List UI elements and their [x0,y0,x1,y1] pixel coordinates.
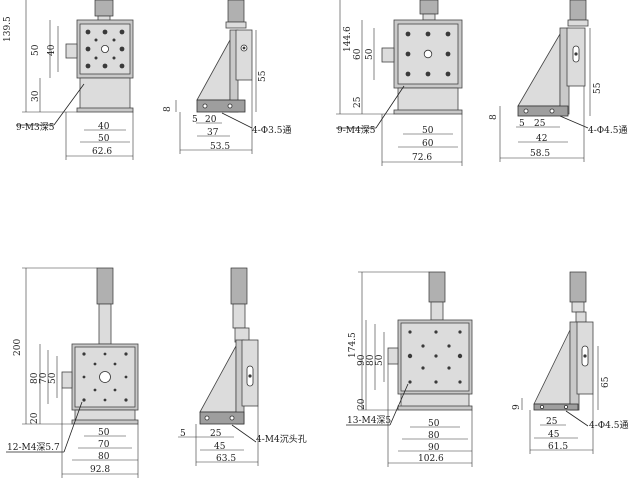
dim-width-25: 25 [546,417,558,427]
dim-width-40: 40 [98,122,110,132]
dim-height-total: 139.5 [3,16,13,42]
dim-width-25: 25 [534,119,546,129]
dim-height-80: 80 [30,372,40,384]
thread-note: 9-M3深5 [16,122,55,133]
dim-width-total: 63.5 [216,454,236,464]
dim-height-70: 70 [39,372,49,384]
dim-width-5: 5 [180,429,186,439]
dim-width-60: 60 [422,139,434,149]
dim-width-50: 50 [98,134,110,144]
dim-width-90: 90 [428,443,440,453]
dim-height-9: 9 [512,404,522,410]
dim-height-60: 60 [353,48,363,60]
dim-height-55: 55 [258,70,268,82]
dim-width-5: 5 [192,115,198,125]
dim-height-50: 50 [375,354,385,366]
dim-width-45: 45 [548,430,560,440]
stage-60-front-view: 144.6 60 50 25 9-M4深5 50 60 72.6 [336,0,463,166]
dim-width-total: 102.6 [418,454,444,464]
dim-width-5: 5 [519,119,525,129]
dim-width-50: 50 [428,419,440,429]
dim-width-37: 37 [207,128,219,138]
dim-width-20: 20 [205,115,217,125]
dim-width-total: 58.5 [530,149,550,159]
dim-width-42: 42 [536,134,547,144]
dim-width-50: 50 [98,428,110,438]
hole-note: 4-Φ4.5通 [589,420,628,431]
stage-80-front-view: 200 80 70 50 20 12-M4深5.7 50 70 80 92.8 [6,267,139,478]
dim-height-50: 50 [31,44,41,56]
dim-height-20: 20 [30,412,40,424]
dim-height-total: 174.5 [348,332,358,358]
dim-height-8: 8 [489,114,499,120]
hole-note: 4-Φ4.5通 [588,125,627,136]
dim-width-45: 45 [214,442,226,452]
dim-width-total: 53.5 [210,142,230,152]
dim-width-80: 80 [98,452,110,462]
stage-40-side-view: 55 8 5 20 4-Φ3.5通 37 53.5 [163,0,291,154]
hole-note: 4-M4沉头孔 [256,434,307,445]
dim-height-25: 25 [353,96,363,108]
dim-width-total: 92.8 [90,465,110,475]
stage-80-side-view: 5 25 4-M4沉头孔 45 63.5 [178,267,307,466]
stage-60-side-view: 55 8 5 25 4-Φ4.5通 42 58.5 [489,0,627,162]
dim-height-90: 90 [357,354,367,366]
dim-height-50: 50 [365,48,375,60]
dim-width-total: 72.6 [412,153,432,163]
dim-height-30: 30 [31,90,41,102]
dim-height-65: 65 [601,376,611,388]
dim-width-70: 70 [98,440,110,450]
dim-width-25: 25 [210,429,222,439]
dim-width-50: 50 [422,126,434,136]
hole-note: 4-Φ3.5通 [252,125,291,136]
dim-height-total: 200 [13,339,23,356]
dim-width-total: 62.6 [92,147,112,157]
thread-note: 9-M4深5 [337,125,376,136]
dim-height-55: 55 [593,82,603,94]
dim-height-50: 50 [48,372,58,384]
dim-width-total: 61.5 [548,442,568,452]
dim-height-20: 20 [357,398,367,410]
stage-90-front-view: 174.5 90 80 50 20 13-M4深5 50 80 90 102.6 [346,271,473,467]
stage-90-side-view: 65 9 25 4-Φ4.5通 45 61.5 [512,271,628,454]
stage-40-front-view: 139.5 50 40 30 9-M3深5 40 50 62.6 [3,0,134,160]
dim-width-80: 80 [428,431,440,441]
thread-note: 12-M4深5.7 [7,442,60,453]
dim-height-40: 40 [47,44,57,56]
dim-height-8: 8 [163,106,173,112]
dim-height-80: 80 [366,354,376,366]
thread-note: 13-M4深5 [347,415,391,426]
dim-height-total: 144.6 [343,26,353,52]
